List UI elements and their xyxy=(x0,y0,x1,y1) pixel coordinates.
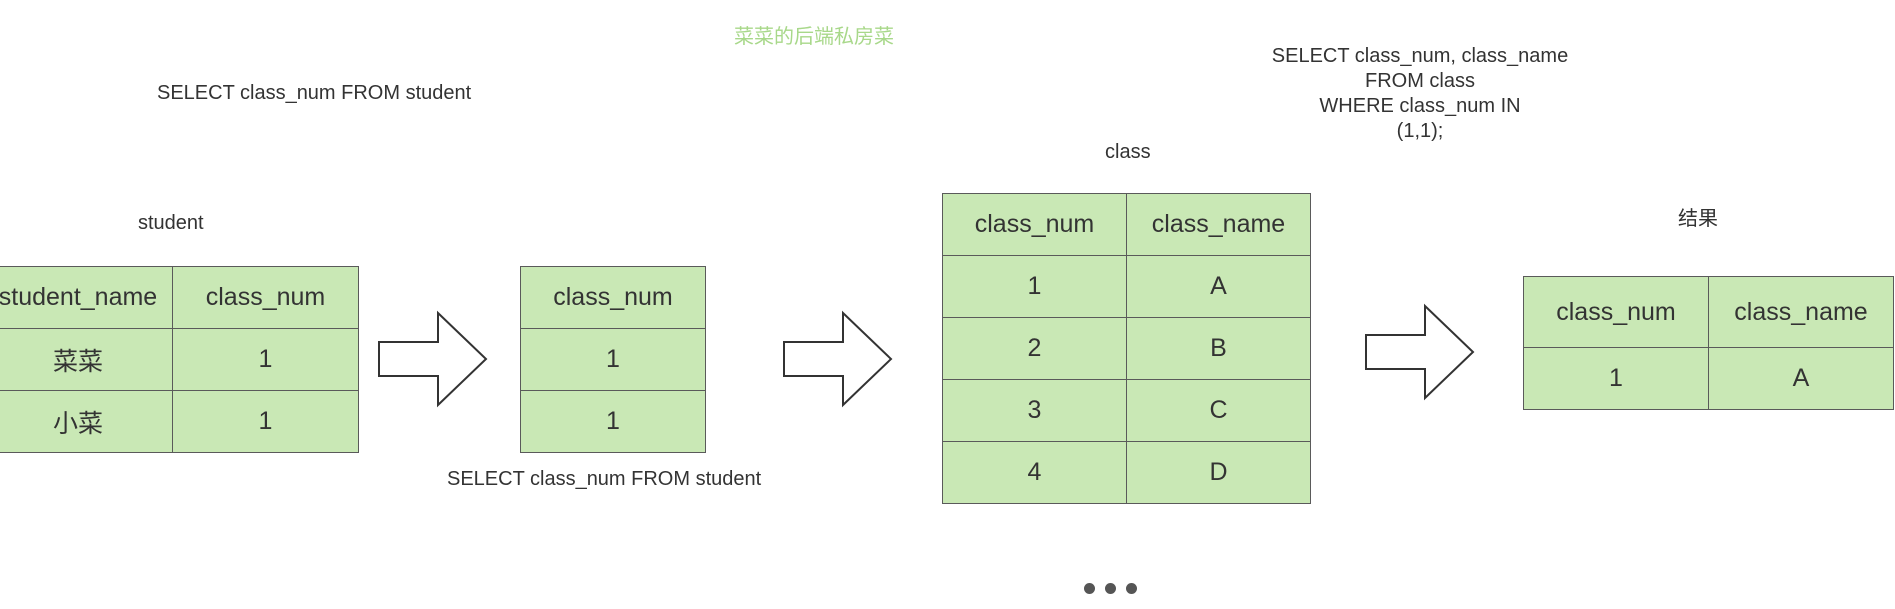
table-row: 1 xyxy=(520,390,706,453)
table-row: 小菜 1 xyxy=(0,390,359,453)
table-cell: B xyxy=(1126,317,1311,380)
watermark-text: 菜菜的后端私房菜 xyxy=(734,26,894,48)
table-row: 2 B xyxy=(942,317,1311,380)
class-table-title: class xyxy=(1105,141,1151,163)
table-row: 1 xyxy=(520,328,706,391)
table-header-row: student_name class_num xyxy=(0,266,359,329)
table-cell: A xyxy=(1708,347,1894,410)
right-arrow-icon xyxy=(378,310,488,408)
table-cell: C xyxy=(1126,379,1311,442)
sql-right-line: SELECT class_num, class_name xyxy=(1271,45,1569,67)
dot xyxy=(1084,583,1095,594)
table-cell: 1 xyxy=(520,328,706,391)
sql-right-line: FROM class xyxy=(1365,70,1475,92)
table-cell: 1 xyxy=(172,390,359,453)
header-cell: class_num xyxy=(942,193,1127,256)
table-cell: 小菜 xyxy=(0,390,173,453)
table-cell: D xyxy=(1126,441,1311,504)
table-cell: 3 xyxy=(942,379,1127,442)
sql-top-left: SELECT class_num FROM student xyxy=(157,82,472,104)
result-table-title: 结果 xyxy=(1678,208,1718,230)
header-cell: class_name xyxy=(1126,193,1311,256)
table-cell: 1 xyxy=(520,390,706,453)
more-dots-icon xyxy=(1084,583,1137,594)
right-arrow-icon xyxy=(1365,303,1475,401)
table-cell: 1 xyxy=(942,255,1127,318)
result-table: class_num class_name 1 A xyxy=(1523,276,1894,410)
student-table-title: student xyxy=(138,212,204,234)
header-cell: student_name xyxy=(0,266,173,329)
table-header-row: class_num class_name xyxy=(942,193,1311,256)
header-cell: class_num xyxy=(172,266,359,329)
table-row: 3 C xyxy=(942,379,1311,442)
student-table: student_name class_num 菜菜 1 小菜 1 xyxy=(0,266,359,453)
table-cell: 1 xyxy=(172,328,359,391)
table-header-row: class_num class_name xyxy=(1523,276,1894,348)
table-cell: 4 xyxy=(942,441,1127,504)
header-cell: class_name xyxy=(1708,276,1894,348)
table-header-row: class_num xyxy=(520,266,706,329)
dot xyxy=(1105,583,1116,594)
right-arrow-icon xyxy=(783,310,893,408)
sql-right-block: SELECT class_num, class_name FROM class … xyxy=(1270,44,1570,144)
table-cell: 1 xyxy=(1523,347,1709,410)
dot xyxy=(1126,583,1137,594)
table-cell: 菜菜 xyxy=(0,328,173,391)
table-cell: A xyxy=(1126,255,1311,318)
header-cell: class_num xyxy=(520,266,706,329)
header-cell: class_num xyxy=(1523,276,1709,348)
table-row: 1 A xyxy=(1523,347,1894,410)
sql-middle-caption: SELECT class_num FROM student xyxy=(447,468,762,490)
table-row: 1 A xyxy=(942,255,1311,318)
table-row: 4 D xyxy=(942,441,1311,504)
table-cell: 2 xyxy=(942,317,1127,380)
sql-right-line: (1,1); xyxy=(1396,120,1444,142)
table-row: 菜菜 1 xyxy=(0,328,359,391)
subquery-result-table: class_num 1 1 xyxy=(520,266,706,453)
sql-right-line: WHERE class_num IN xyxy=(1319,95,1521,117)
class-table: class_num class_name 1 A 2 B 3 C 4 D xyxy=(942,193,1311,504)
